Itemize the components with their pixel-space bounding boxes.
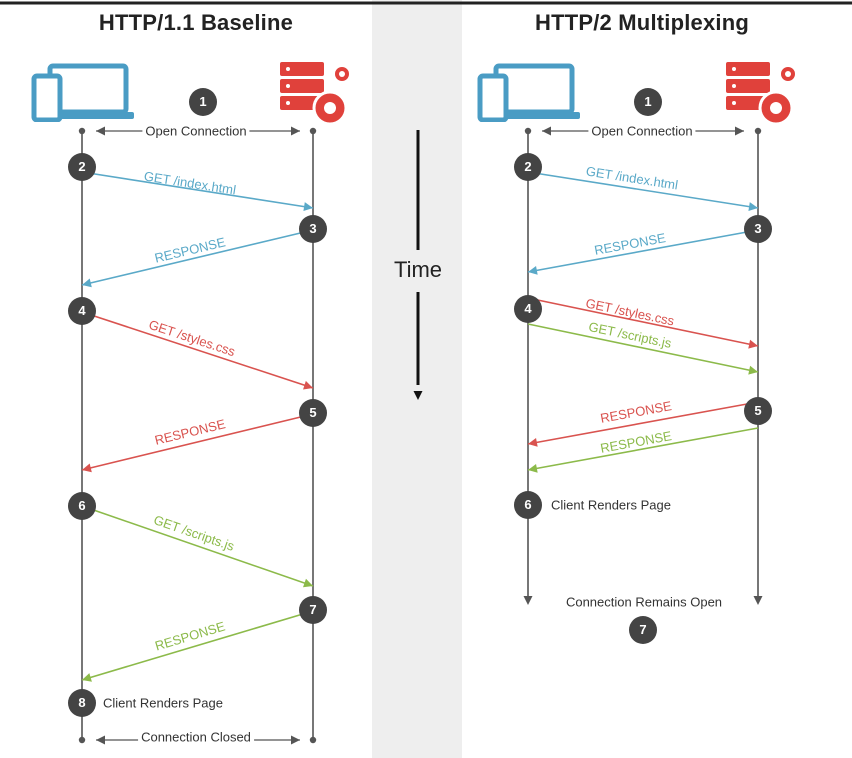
right-title: HTTP/2 Multiplexing (534, 10, 750, 35)
left-title: HTTP/1.1 Baseline (98, 10, 294, 35)
right-open-connection-label: Open Connection (588, 123, 696, 139)
left-connection-closed-bracket-head-right (291, 735, 300, 745)
timeline-dot (524, 127, 532, 135)
timeline-dot (78, 736, 86, 744)
timeline-dot (309, 736, 317, 744)
left-client-renders-label: Client Renders Page (103, 695, 223, 711)
left-message-arrow-head (82, 463, 92, 473)
left-message-arrow (81, 413, 314, 471)
right-message-arrow-head (528, 437, 538, 447)
right-connection-remains-open-label: Connection Remains Open (565, 594, 723, 610)
server-gear-icon (726, 62, 797, 126)
step-badge: 1 (634, 88, 662, 116)
right-message-arrow-head (748, 365, 758, 375)
left-message-arrow-head (303, 202, 313, 212)
step-badge: 5 (744, 397, 772, 425)
left-message-arrow-head (303, 380, 313, 390)
right-open-connection-bracket-head-left (542, 126, 551, 136)
step-badge: 6 (514, 491, 542, 519)
server-gear-icon (280, 62, 351, 126)
left-message-arrow (81, 311, 314, 389)
step-badge: 2 (514, 153, 542, 181)
left-message-arrow-head (82, 673, 92, 682)
client-devices-icon (477, 63, 580, 122)
right-message-arrow-head (528, 265, 538, 275)
step-badge: 6 (68, 492, 96, 520)
step-badge: 5 (299, 399, 327, 427)
left-connection-closed-bracket-head-left (96, 735, 105, 745)
left-message-arrow-head (303, 578, 313, 588)
right-message-arrow (527, 401, 759, 445)
step-badge: 7 (629, 616, 657, 644)
right-message-arrow-head (528, 463, 538, 473)
left-connection-closed-label: Connection Closed (138, 729, 254, 745)
left-open-connection-bracket-head-left (96, 126, 105, 136)
left-open-connection-bracket-head-right (291, 126, 300, 136)
left-message-arrow-head (82, 278, 92, 288)
right-message-arrow (527, 297, 759, 347)
timeline-dot (309, 127, 317, 135)
right-open-connection-bracket-head-right (735, 126, 744, 136)
step-badge: 3 (299, 215, 327, 243)
right-message-arrow-head (748, 339, 758, 349)
time-arrow-head (413, 391, 423, 400)
right-message-arrow (527, 229, 759, 273)
client-devices-icon (31, 63, 134, 122)
right-message-arrow (527, 427, 759, 471)
step-badge: 8 (68, 689, 96, 717)
left-message-arrow (81, 610, 314, 681)
step-badge: 4 (68, 297, 96, 325)
right-client-timeline-end-arrow (523, 596, 533, 605)
step-badge: 3 (744, 215, 772, 243)
right-message-arrow (527, 171, 759, 209)
right-message-arrow (527, 323, 759, 373)
step-badge: 7 (299, 596, 327, 624)
left-message-arrow (81, 229, 314, 286)
left-message-arrow (81, 505, 314, 587)
right-client-renders-label: Client Renders Page (551, 497, 671, 513)
time-label: Time (389, 255, 447, 285)
right-server-timeline-end-arrow (753, 596, 763, 605)
step-badge: 2 (68, 153, 96, 181)
right-message-arrow-head (748, 202, 758, 212)
timeline-dot (78, 127, 86, 135)
step-badge: 4 (514, 295, 542, 323)
left-open-connection-label: Open Connection (142, 123, 250, 139)
timeline-dot (754, 127, 762, 135)
left-message-arrow (81, 171, 314, 209)
step-badge: 1 (189, 88, 217, 116)
